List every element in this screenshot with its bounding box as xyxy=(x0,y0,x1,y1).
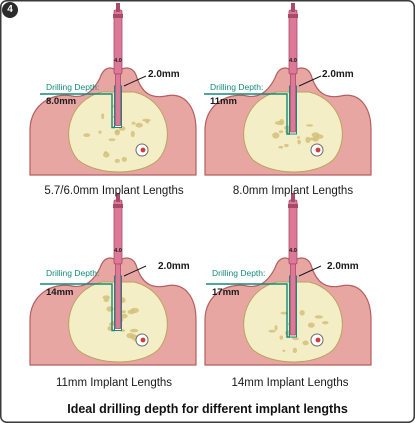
drill-tip-top xyxy=(116,3,120,12)
thickness-pointer xyxy=(298,265,322,277)
drilling-depth-label-2: Drilling Depth: xyxy=(210,82,264,92)
bone-marrow-spot xyxy=(278,130,284,134)
drill-collar xyxy=(288,14,298,18)
drilling-depth-label-3: Drilling Depth: xyxy=(46,268,100,278)
panel-3: 4.0 xyxy=(29,193,197,366)
bone-marrow-spot xyxy=(284,143,289,148)
drilling-depth-value-1: 8.0mm xyxy=(46,96,77,107)
bone-marrow-spot xyxy=(305,136,311,143)
drill-tip-top xyxy=(291,193,295,202)
bone-marrow-spot xyxy=(135,122,143,128)
drill-bit xyxy=(290,73,296,133)
bone-marrow-spot xyxy=(282,349,286,352)
thickness-label-3: 2.0mm xyxy=(158,261,190,272)
drill-depth-marking: 4.0 xyxy=(114,58,122,64)
implant-length-label-2: 8.0mm Implant Lengths xyxy=(232,185,354,197)
drilling-depth-value-2: 11mm xyxy=(210,96,237,107)
bone-marrow-spot xyxy=(103,298,110,302)
thickness-label-2: 2.0mm xyxy=(322,69,354,80)
drill-tip-top xyxy=(291,3,295,12)
drilling-depth-guide xyxy=(40,283,115,332)
bone-marrow-spot xyxy=(268,329,276,333)
drilling-depth-guide xyxy=(40,93,115,129)
panel-2: 4.0 xyxy=(204,3,372,176)
drill-bit xyxy=(115,263,121,329)
bone-marrow-spot xyxy=(279,335,284,340)
bone-marrow-spot xyxy=(130,130,135,138)
drilling-depth-label-1: Drilling Depth: xyxy=(46,82,100,92)
bone-marrow-spot xyxy=(280,311,289,315)
bone-marrow-spot xyxy=(104,151,108,154)
drilling-depth-value-4: 17mm xyxy=(212,287,240,298)
nerve-vessel xyxy=(140,337,146,343)
implant-length-label-1: 5.7/6.0mm Implant Lengths xyxy=(44,185,184,197)
bone-marrow-spot xyxy=(278,145,284,149)
thickness-pointer xyxy=(298,75,322,87)
drilling-depth-label-4: Drilling Depth: xyxy=(212,268,266,278)
implant-length-label-4: 14mm Implant Lengths xyxy=(231,377,349,389)
drill-collar xyxy=(288,204,298,208)
drill-depth-marking: 4.0 xyxy=(114,248,122,254)
bone-marrow-spot xyxy=(306,124,314,127)
drill-collar xyxy=(113,14,123,18)
bone-marrow-spot xyxy=(314,315,323,319)
bone-marrow-spot xyxy=(130,334,138,340)
drilling-depth-guide xyxy=(206,283,290,338)
nerve-vessel xyxy=(315,147,321,153)
bone-marrow-spot xyxy=(297,139,301,145)
step-number-badge: 4 xyxy=(2,2,18,18)
drill-bit xyxy=(115,73,121,126)
drill-tip-top xyxy=(116,193,120,202)
bone-marrow-spot xyxy=(114,129,121,136)
bone-marrow-spot xyxy=(142,118,151,122)
thickness-label-1: 2.0mm xyxy=(148,69,180,80)
drill-shank xyxy=(113,199,123,265)
drilling-depth-value-3: 14mm xyxy=(46,287,74,298)
bone-marrow-spot xyxy=(121,310,126,313)
bone-marrow-spot xyxy=(131,121,136,125)
drill-bit xyxy=(290,263,296,336)
bone-marrow-spot xyxy=(101,113,105,120)
bone-marrow-spot xyxy=(307,322,315,328)
figure-caption: Ideal drilling depth for different impla… xyxy=(67,402,348,416)
drill-depth-marking: 4.0 xyxy=(289,248,297,254)
thickness-pointer xyxy=(123,75,147,87)
bone-marrow-spot xyxy=(308,137,317,141)
drill-depth-marking: 4.0 xyxy=(289,58,297,64)
bone-marrow-spot xyxy=(272,132,280,139)
thickness-label-4: 2.0mm xyxy=(327,261,359,272)
panel-1: 4.0 xyxy=(29,3,197,176)
drill-shank xyxy=(288,9,298,75)
bone-marrow-spot xyxy=(130,328,139,333)
bone-marrow-spot xyxy=(102,295,111,300)
bone-marrow-spot xyxy=(292,347,298,353)
bone-marrow-spot xyxy=(114,158,121,163)
panel-4: 4.0 xyxy=(204,193,372,366)
bone-marrow-spot xyxy=(83,133,91,138)
bone-marrow-spot xyxy=(322,321,329,325)
bone-marrow-spot xyxy=(108,138,116,142)
nerve-vessel xyxy=(140,147,146,153)
bone-marrow-spot xyxy=(98,130,102,134)
nerve-vessel xyxy=(315,337,321,343)
bone-marrow-spot xyxy=(302,340,309,346)
bone-marrow-spot xyxy=(315,134,324,139)
bone-marrow-spot xyxy=(274,325,278,331)
bone-marrow-spot xyxy=(299,310,305,316)
implant-length-label-3: 11mm Implant Lengths xyxy=(55,377,173,389)
bone-marrow-spot xyxy=(121,156,127,162)
bone-marrow-spot xyxy=(130,307,139,314)
thickness-pointer xyxy=(123,265,147,277)
drilling-depth-guide xyxy=(204,93,290,135)
bone-marrow-spot xyxy=(274,121,284,125)
bone-marrow-spot xyxy=(292,337,299,341)
bone-marrow-spot xyxy=(296,136,301,139)
drill-shank xyxy=(113,9,123,75)
drill-shank xyxy=(288,199,298,265)
drill-collar xyxy=(113,204,123,208)
